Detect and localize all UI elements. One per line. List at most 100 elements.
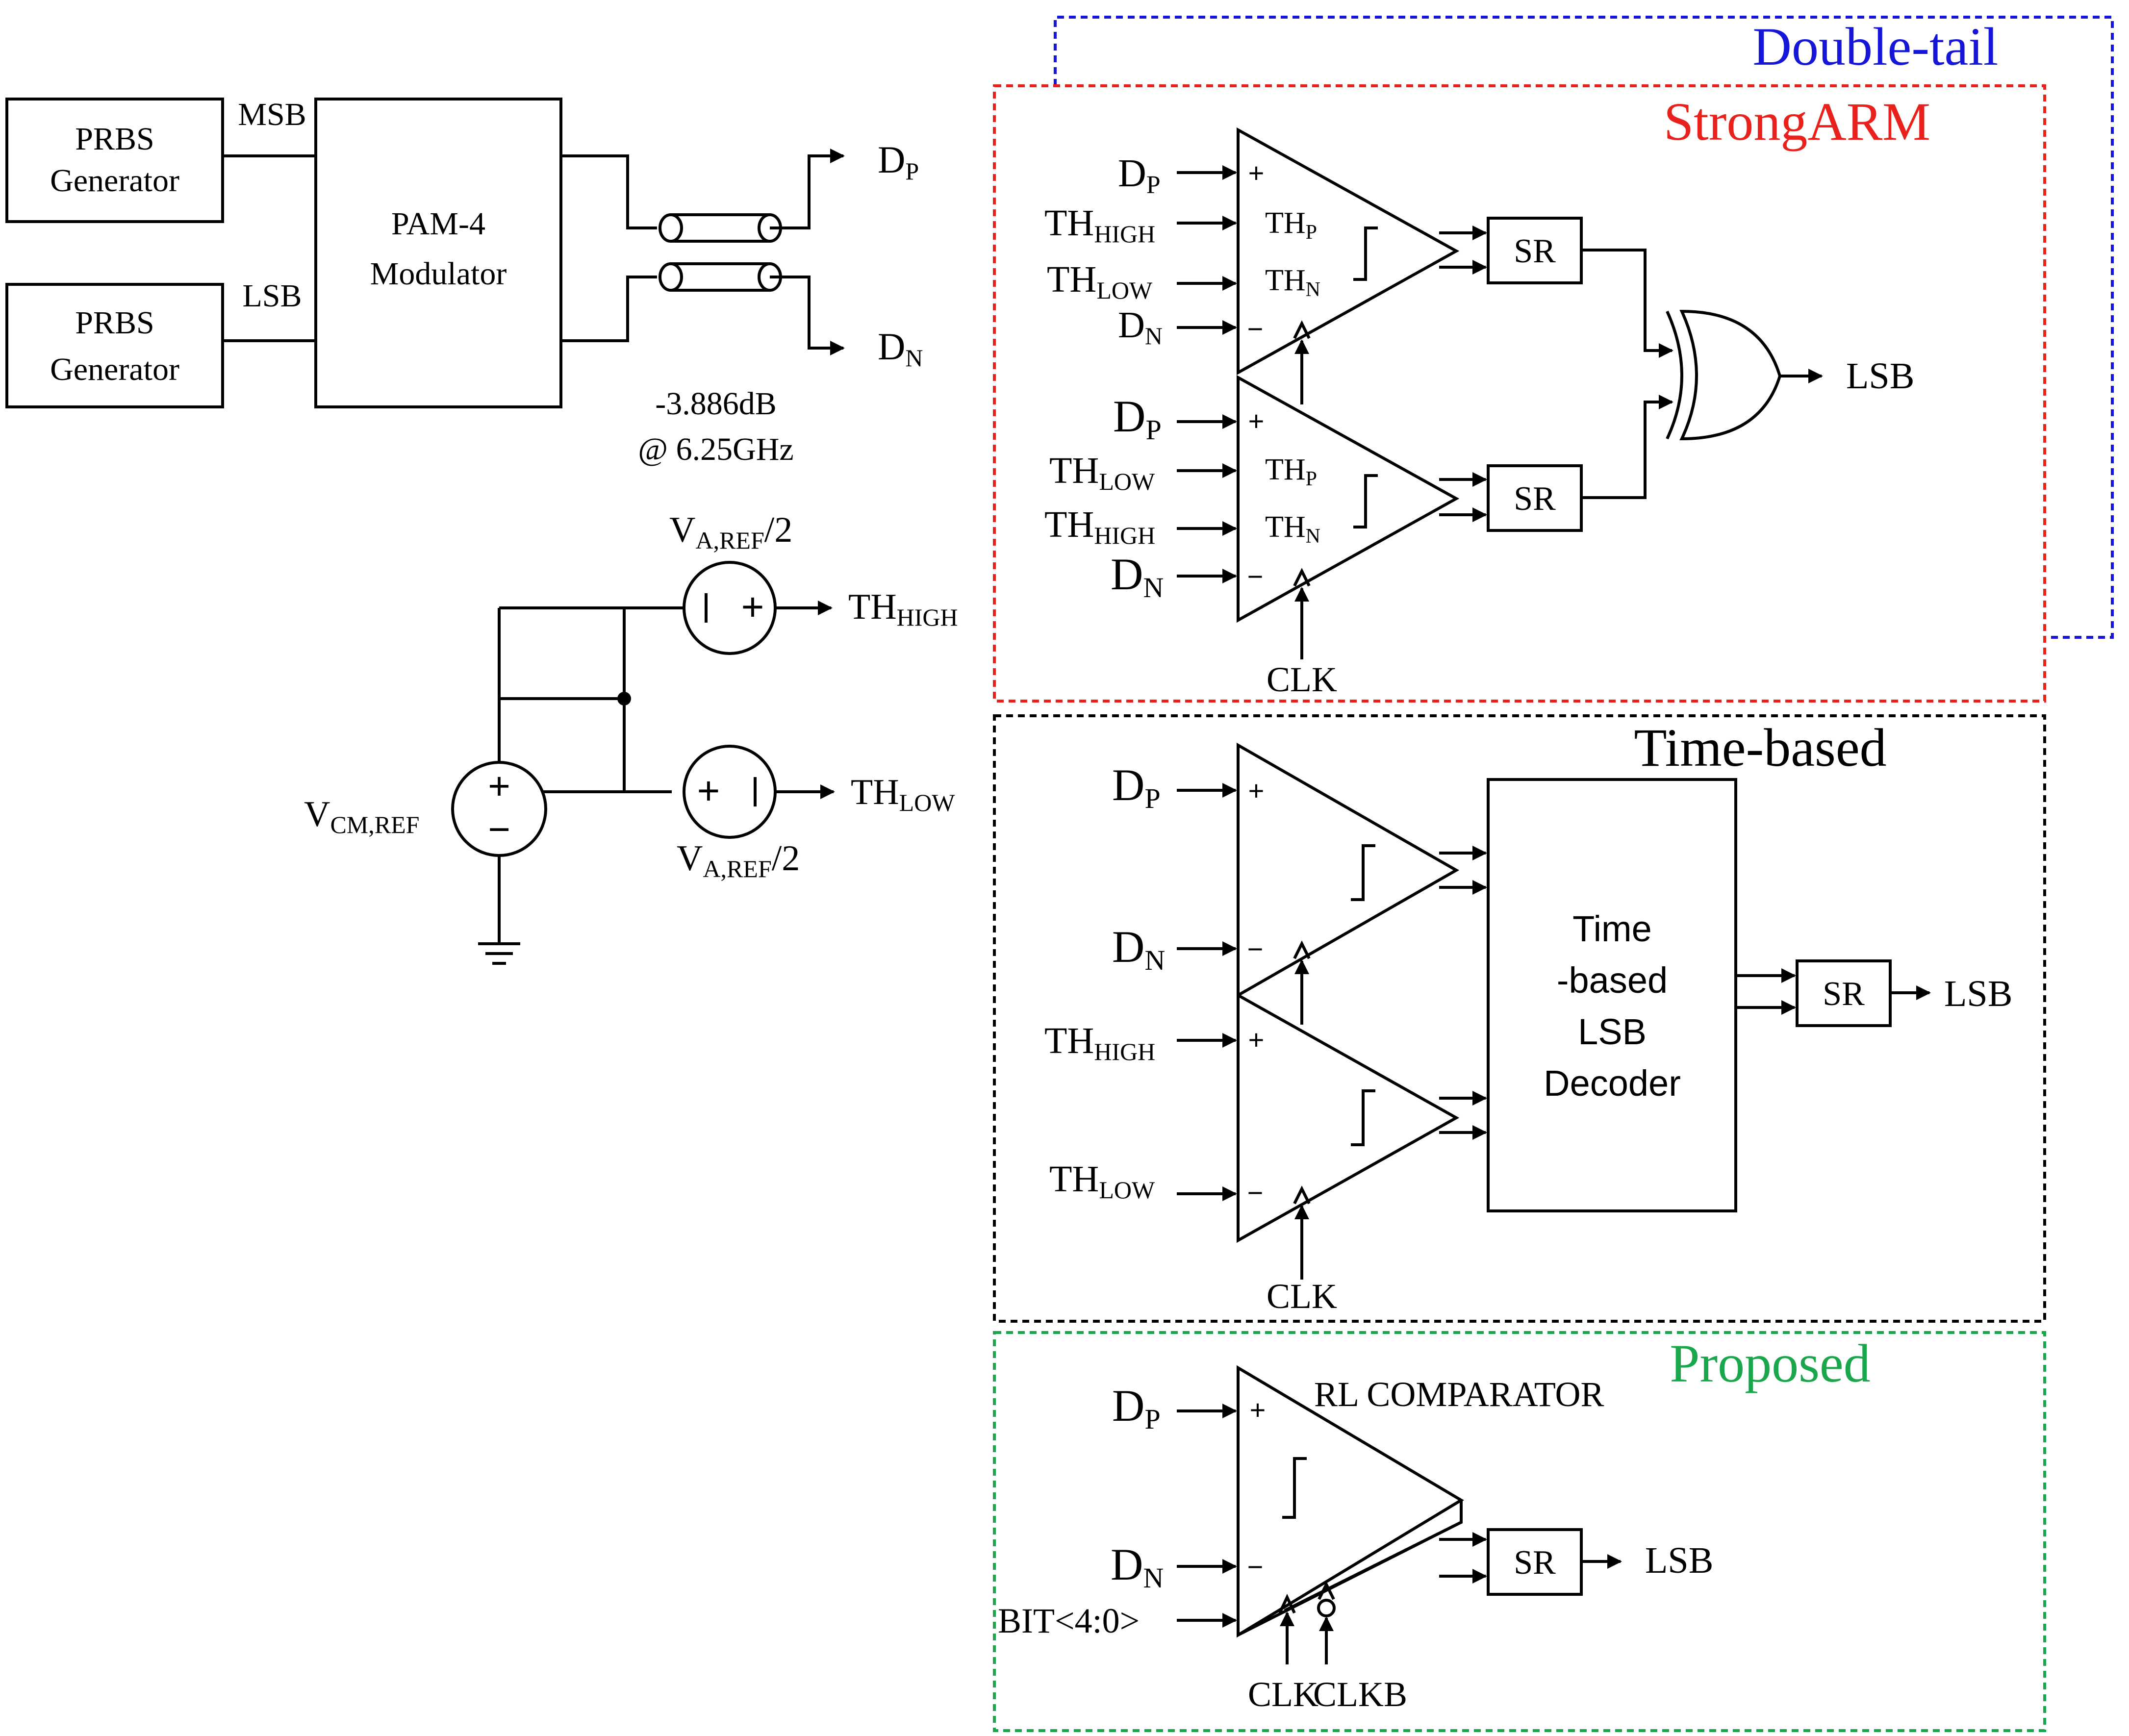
strongarm-lsb-out: LSB bbox=[1846, 355, 1914, 397]
bottom-thn-label: THN bbox=[1265, 510, 1320, 548]
vcm-minus: − bbox=[488, 807, 510, 851]
proposed-sr bbox=[1487, 1528, 1583, 1596]
proposed-plus: + bbox=[1250, 1394, 1266, 1425]
clk-edge-icon bbox=[1318, 1581, 1335, 1600]
proposed-section: Proposed RL COMPARATOR + − DP DN BIT<4:0… bbox=[993, 1331, 2046, 1732]
top-thhigh-label: THHIGH bbox=[1044, 202, 1155, 248]
bottom-thhigh-label: THHIGH bbox=[1044, 504, 1155, 549]
lsb-label: LSB bbox=[242, 278, 302, 314]
pam4-modulator bbox=[314, 98, 562, 408]
dp-output-arrow bbox=[770, 149, 845, 229]
xor-input-top bbox=[1581, 249, 1673, 358]
clkb-inversion-bubble bbox=[1317, 1599, 1336, 1617]
th-low-output-label: THLOW bbox=[851, 772, 955, 816]
msb-label: MSB bbox=[238, 97, 306, 132]
decoder-line3: LSB bbox=[1578, 1011, 1647, 1052]
clk-edge-icon bbox=[1293, 568, 1311, 587]
tb-top-minus: − bbox=[1247, 933, 1264, 964]
channel-wire-top bbox=[561, 154, 657, 229]
channel-loss-label: -3.886dB bbox=[655, 386, 777, 422]
double-tail-title: Double-tail bbox=[1753, 17, 1999, 76]
tb-top-plus: + bbox=[1248, 775, 1265, 806]
modulator-line2: Modulator bbox=[370, 256, 507, 292]
time-based-title: Time-based bbox=[1634, 718, 1886, 778]
clk-edge-icon bbox=[1293, 320, 1311, 339]
vref-top-label: VA,REF/2 bbox=[669, 510, 792, 554]
prbs-generator-top bbox=[5, 98, 224, 223]
clk-edge-icon bbox=[1293, 1185, 1311, 1205]
proposed-clk-label: CLK bbox=[1248, 1675, 1318, 1714]
top-dp-label: DP bbox=[1118, 152, 1161, 199]
bottom-thp-label: THP bbox=[1265, 453, 1317, 490]
strongarm-outline bbox=[993, 84, 2046, 703]
decoder-line1: Time bbox=[1572, 908, 1652, 949]
top-thlow-label: THLOW bbox=[1047, 259, 1153, 304]
hysteresis-icon bbox=[1351, 844, 1375, 901]
strongarm-clk-label: CLK bbox=[1267, 660, 1337, 699]
bottom-dn-label: DN bbox=[1111, 549, 1164, 604]
double-tail-outline bbox=[1054, 16, 2114, 639]
proposed-dn-label: DN bbox=[1111, 1539, 1164, 1594]
ground-icon bbox=[478, 942, 520, 965]
vcm-label: VCM,REF bbox=[304, 794, 419, 838]
prbs-generator-bottom bbox=[5, 283, 224, 408]
bottom-dp-label: DP bbox=[1113, 391, 1162, 446]
time-based-outline bbox=[993, 714, 2046, 1323]
tb-thlow-label: THLOW bbox=[1049, 1158, 1155, 1204]
proposed-clkb-label: CLKB bbox=[1313, 1675, 1407, 1714]
strongarm-section: Double-tail StrongARM + − THP THN DP THH… bbox=[993, 16, 2114, 703]
hysteresis-icon bbox=[1351, 1089, 1375, 1146]
top-thn-label: THN bbox=[1265, 264, 1320, 301]
modulator-line1: PAM-4 bbox=[391, 206, 485, 242]
top-minus: − bbox=[1247, 313, 1264, 344]
vref-top-plus: + bbox=[741, 585, 764, 629]
tb-thhigh-label: THHIGH bbox=[1044, 1020, 1155, 1065]
bottom-plus: + bbox=[1248, 405, 1265, 436]
xor-input-bottom bbox=[1581, 395, 1673, 499]
bottom-minus: − bbox=[1247, 561, 1264, 592]
tb-bottom-minus: − bbox=[1247, 1177, 1264, 1208]
strongarm-comparator-bottom bbox=[1237, 375, 1460, 623]
vref-bottom-label: VA,REF/2 bbox=[677, 838, 800, 882]
hysteresis-icon bbox=[1282, 1457, 1307, 1519]
top-sr-label: SR bbox=[1514, 232, 1556, 270]
time-based-section: Time-based + − DP DN + − THHIGH THLOW CL… bbox=[993, 714, 2046, 1323]
decoder-line2: -based bbox=[1557, 960, 1668, 1001]
rl-comparator-depth bbox=[1284, 1500, 1463, 1612]
strongarm-comparator-top bbox=[1237, 127, 1460, 376]
timebased-comparator-bottom bbox=[1237, 992, 1460, 1243]
coax-cable-top bbox=[659, 213, 782, 243]
proposed-sr-label: SR bbox=[1514, 1544, 1556, 1582]
tb-clk-label: CLK bbox=[1267, 1277, 1337, 1316]
channel-frequency-label: @ 6.25GHz bbox=[638, 431, 793, 467]
rl-comparator-label: RL COMPARATOR bbox=[1314, 1375, 1604, 1414]
prbs-top-line2: Generator bbox=[50, 163, 179, 199]
rl-comparator bbox=[1237, 1365, 1464, 1638]
tb-dp-label: DP bbox=[1112, 760, 1161, 814]
tb-sr-label: SR bbox=[1823, 975, 1865, 1013]
proposed-dp-label: DP bbox=[1112, 1381, 1161, 1435]
strongarm-title: StrongARM bbox=[1664, 92, 1930, 151]
tb-bottom-plus: + bbox=[1248, 1024, 1265, 1055]
vref-bottom-plus: + bbox=[697, 769, 720, 812]
dn-output-label: DN bbox=[878, 325, 923, 372]
dp-output-label: DP bbox=[878, 138, 919, 185]
coax-cable-bottom bbox=[659, 262, 782, 292]
timebased-comparator-top bbox=[1237, 742, 1460, 998]
hysteresis-icon bbox=[1353, 474, 1378, 528]
prbs-bottom-line2: Generator bbox=[50, 352, 179, 387]
tb-dn-label: DN bbox=[1112, 922, 1165, 976]
clk-edge-icon bbox=[1293, 940, 1311, 959]
proposed-minus: − bbox=[1247, 1551, 1264, 1582]
top-plus: + bbox=[1248, 157, 1265, 188]
proposed-title: Proposed bbox=[1670, 1333, 1870, 1393]
timebased-sr bbox=[1796, 959, 1892, 1027]
xor-gate-icon bbox=[1666, 309, 1782, 441]
hysteresis-icon bbox=[1353, 226, 1378, 281]
vcm-plus: + bbox=[488, 764, 510, 807]
channel-wire-bottom bbox=[561, 276, 657, 342]
time-based-lsb-decoder bbox=[1487, 778, 1737, 1212]
dn-output-arrow bbox=[770, 276, 845, 355]
bottom-sr-label: SR bbox=[1514, 480, 1556, 518]
